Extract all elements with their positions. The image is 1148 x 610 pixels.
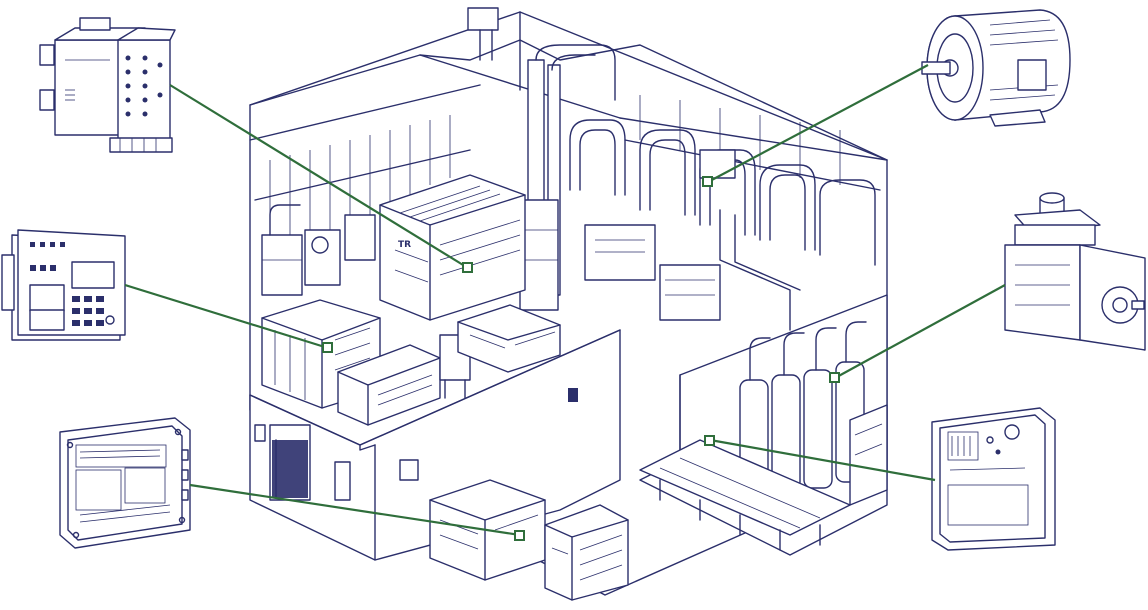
roof-vent [467,7,499,31]
process-cabinet [584,224,656,281]
terminal-block-icon [39,17,176,153]
rooftop-cabinets [261,299,561,426]
servo-motor-icon [1004,192,1146,351]
back-wall-windows [254,115,471,250]
controller-board-icon [59,417,191,549]
right-wall-windows [624,95,881,191]
central-pipe-column [519,44,616,311]
right-machine-room [639,294,888,556]
callout-terminal-module [169,84,469,269]
motor-icon [921,9,1071,127]
enclosure-icon [931,407,1056,551]
callout-ac-motor [707,64,929,183]
left-machinery [261,204,376,296]
control-panel-icon [1,229,126,341]
callout-lines [124,64,1006,541]
front-cabinets [429,479,629,601]
factory-building: TR [249,7,888,601]
callout-control-panel [124,283,329,350]
callout-enclosure [709,438,936,482]
upper-right-pipework [569,119,876,331]
callout-servo-motor [834,284,1006,379]
machine-label: TR [398,240,411,250]
central-process-machine: TR [379,174,526,321]
callout-controller-board [189,483,521,537]
